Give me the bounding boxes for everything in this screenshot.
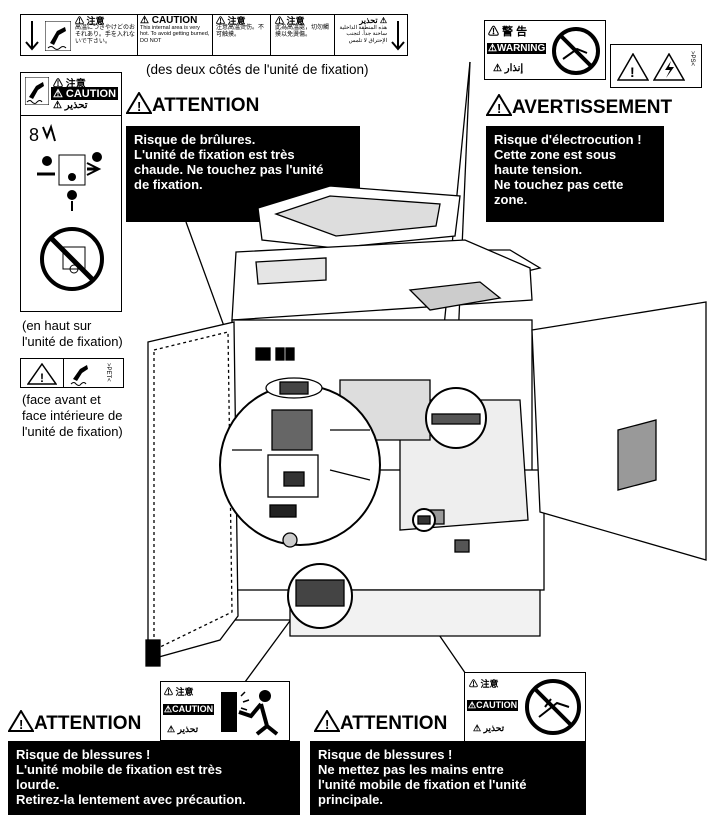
high-voltage-icon (653, 53, 685, 81)
attention-text-bottom-left: Risque de blessures !L'unité mobile de f… (8, 741, 300, 815)
label-cell-tw: ⚠ 注意 此為高溫處，切勿觸摸以免燙傷。 (275, 16, 330, 39)
label-cell-cn: ⚠ 注意 注意高温烫伤。不可触摸。 (216, 16, 265, 39)
svg-text:!: ! (325, 717, 329, 732)
warning-triangle-icon: ! (27, 363, 57, 385)
label-cell-jp: ⚠ 注意 高温につきやけどのおそれあり。手を入れないで下さい。 (75, 16, 136, 46)
top-caution-label: ⚠ 注意 高温につきやけどのおそれあり。手を入れないで下さい。 ⚠ CAUTIO… (20, 14, 408, 56)
svg-text:!: ! (19, 717, 23, 732)
svg-text:!: ! (40, 371, 44, 385)
avertissement-text: Risque d'électrocution !Cette zone est s… (486, 126, 664, 222)
label-cell-en: ⚠ CAUTION This internal area is very hot… (140, 15, 210, 44)
attention-heading-bottom-left: ! ATTENTION (8, 710, 141, 735)
heavy-lift-icon (221, 690, 279, 736)
top-caption: (des deux côtés de l'unité de fixation) (146, 62, 369, 77)
svg-text:!: ! (497, 101, 501, 116)
hot-surface-icon (25, 77, 49, 105)
hot-surface-icon (45, 21, 71, 51)
attention-text-bottom-right: Risque de blessures !Ne mettez pas les m… (310, 741, 586, 815)
fixing-unit-instruction-icon: 8 (29, 123, 104, 291)
svg-text:!: ! (137, 99, 141, 114)
warning-triangle-icon: ! (8, 710, 34, 732)
warning-label: ⚠ 警 告 ⚠WARNING ⚠ إنذار (484, 20, 606, 80)
left-caution-label: ⚠ 注意 ⚠ CAUTION ⚠ تحذير 8 (20, 72, 122, 312)
no-touch-icon (552, 27, 600, 75)
avertissement-heading: ! AVERTISSEMENT (486, 94, 672, 119)
arrow-down-icon (25, 21, 39, 51)
no-hands-icon (525, 679, 581, 735)
arrow-down-icon (391, 21, 405, 51)
bottom-right-caution-label: ⚠ 注意 ⚠CAUTION ⚠ تحذير (464, 672, 586, 742)
label-cell-ar: ⚠ تحذير هذه المنطقة الداخلية ساخنة جداً.… (339, 16, 387, 44)
svg-text:!: ! (630, 64, 635, 80)
pet-label: ! >PET< (20, 358, 124, 388)
bottom-left-caution-label: ⚠ 注意 ⚠CAUTION ⚠ تحذير (160, 681, 290, 741)
warning-triangle-icon: ! (617, 53, 649, 81)
warning-triangle-icon: ! (314, 710, 340, 732)
hot-surface-icon (70, 365, 88, 386)
attention-heading-bottom-right: ! ATTENTION (314, 710, 447, 735)
svg-text:8: 8 (29, 125, 39, 145)
warning-triangle-icon: ! (126, 92, 152, 114)
high-voltage-label: ! >PS< (610, 44, 702, 88)
attention-heading-top: ! ATTENTION (126, 92, 259, 117)
warning-triangle-icon: ! (486, 94, 512, 116)
